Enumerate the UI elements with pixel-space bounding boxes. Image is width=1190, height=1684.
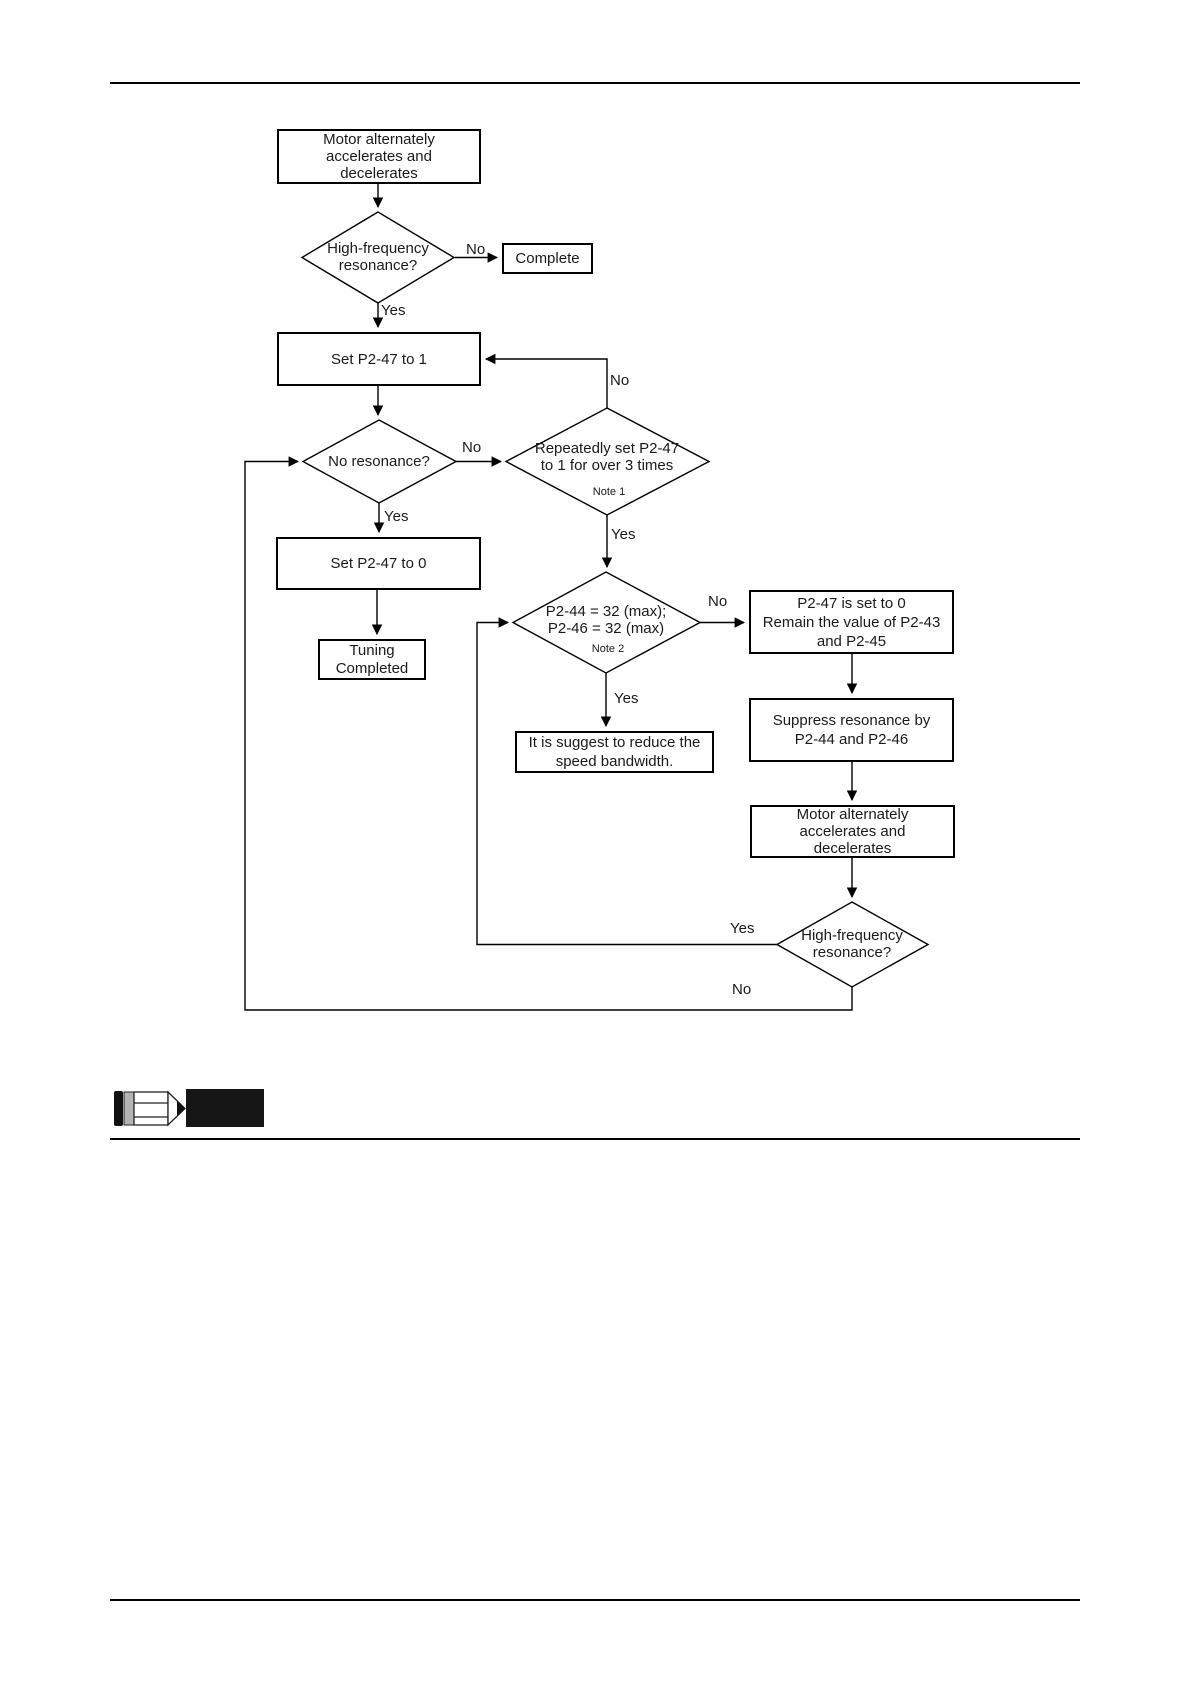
edge-label-yes-4: Yes bbox=[614, 690, 639, 707]
edge-label-yes-2: Yes bbox=[384, 508, 409, 525]
decision-high-freq-resonance-1 bbox=[300, 211, 456, 304]
decision-text-high-freq-1: High-frequency resonance? bbox=[327, 240, 429, 274]
process-box-tuning-completed: Tuning Completed bbox=[318, 639, 426, 680]
note-divider-rule bbox=[110, 1138, 1080, 1140]
decision-high-freq-resonance-2 bbox=[775, 901, 930, 988]
edge-label-no-1: No bbox=[466, 241, 486, 258]
edge-label-yes-1: Yes bbox=[381, 302, 406, 319]
process-box-motor-accel-2: Motor alternately accelerates and decele… bbox=[750, 805, 955, 858]
edge-label-yes-3: Yes bbox=[611, 526, 636, 543]
edge-label-no-2: No bbox=[462, 439, 482, 456]
decision-note-1: Note 1 bbox=[592, 486, 626, 498]
decision-repeat-3-times bbox=[504, 407, 711, 516]
footer-rule bbox=[110, 1599, 1080, 1601]
process-box-set-p247-to-0: Set P2-47 to 0 bbox=[276, 537, 481, 590]
edge-label-yes-5: Yes bbox=[730, 920, 755, 937]
note-label-box bbox=[186, 1089, 264, 1127]
edge-label-no-5: No bbox=[732, 981, 752, 998]
decision-text-high-freq-2: High-frequency resonance? bbox=[801, 927, 903, 961]
process-box-reduce-bandwidth: It is suggest to reduce the speed bandwi… bbox=[515, 731, 714, 773]
decision-no-resonance bbox=[301, 419, 458, 504]
decision-text-no-resonance: No resonance? bbox=[328, 453, 430, 470]
decision-p244-p246-max bbox=[511, 571, 702, 674]
header-rule bbox=[110, 82, 1080, 84]
process-box-set-p247-to-1: Set P2-47 to 1 bbox=[277, 332, 481, 386]
process-box-complete: Complete bbox=[502, 243, 593, 274]
edge-label-no-repeat: No bbox=[610, 372, 630, 389]
edge-label-no-4: No bbox=[708, 593, 728, 610]
decision-note-2: Note 2 bbox=[591, 643, 625, 655]
process-box-remain-p243-p245: P2-47 is set to 0 Remain the value of P2… bbox=[749, 590, 954, 654]
flow-connectors bbox=[244, 183, 858, 1011]
pencil-icon bbox=[114, 1090, 186, 1127]
process-box-suppress-resonance: Suppress resonance by P2-44 and P2-46 bbox=[749, 698, 954, 762]
decision-text-repeat: Repeatedly set P2-47 to 1 for over 3 tim… bbox=[534, 440, 680, 474]
decision-text-max: P2-44 = 32 (max); P2-46 = 32 (max) bbox=[545, 603, 667, 637]
process-box-motor-accel-1: Motor alternately accelerates and decele… bbox=[277, 129, 481, 184]
